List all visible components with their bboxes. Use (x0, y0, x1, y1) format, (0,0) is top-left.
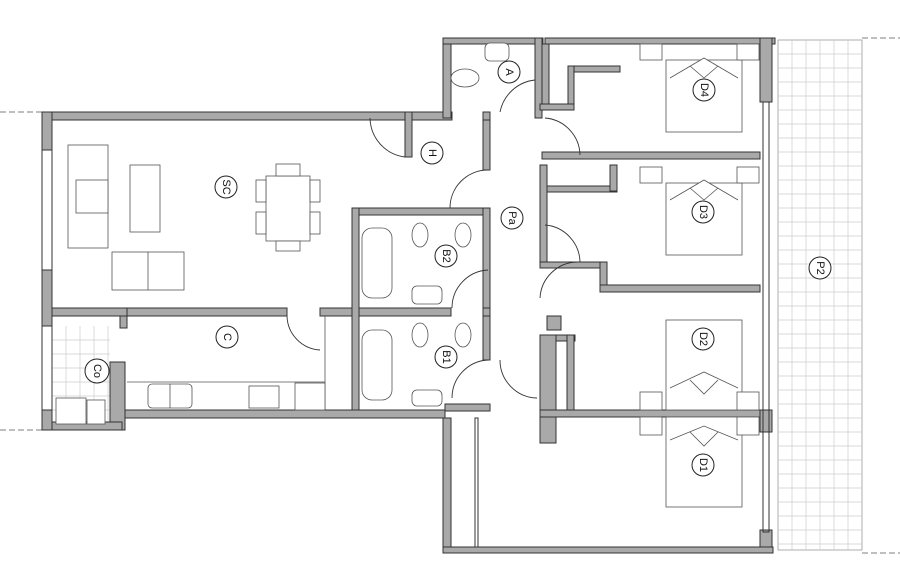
svg-text:P2: P2 (814, 261, 826, 274)
room-label-sc: SC (214, 175, 238, 199)
svg-text:C: C (221, 333, 233, 341)
doors (286, 79, 581, 399)
room-label-d4: D4 (692, 78, 716, 102)
room-label-b2: B2 (434, 244, 458, 268)
svg-text:A: A (503, 68, 515, 76)
svg-text:D4: D4 (698, 83, 710, 97)
room-label-pa: Pa (500, 206, 524, 230)
room-labels: SC H A Pa B2 B1 C Co D4 D3 D2 D1 P2 (84, 60, 832, 477)
svg-text:Co: Co (91, 364, 103, 378)
room-label-p2: P2 (808, 256, 832, 280)
svg-text:B1: B1 (440, 350, 452, 363)
terrace-p2 (777, 39, 863, 551)
room-label-d3: D3 (691, 200, 715, 224)
svg-text:H: H (426, 149, 438, 157)
furniture (55, 42, 760, 508)
walls (41, 37, 776, 554)
room-label-b1: B1 (434, 345, 458, 369)
room-label-c: C (215, 325, 239, 349)
site-lines (0, 37, 900, 554)
svg-text:D3: D3 (697, 205, 709, 219)
room-label-h: H (420, 141, 444, 165)
room-label-d2: D2 (691, 327, 715, 351)
room-label-d1: D1 (691, 453, 715, 477)
svg-text:B2: B2 (440, 249, 452, 262)
svg-text:D2: D2 (697, 332, 709, 346)
room-label-co: Co (84, 358, 110, 384)
svg-text:D1: D1 (697, 458, 709, 472)
svg-text:SC: SC (220, 179, 232, 194)
svg-text:Pa: Pa (506, 211, 518, 225)
room-label-a: A (497, 60, 521, 84)
